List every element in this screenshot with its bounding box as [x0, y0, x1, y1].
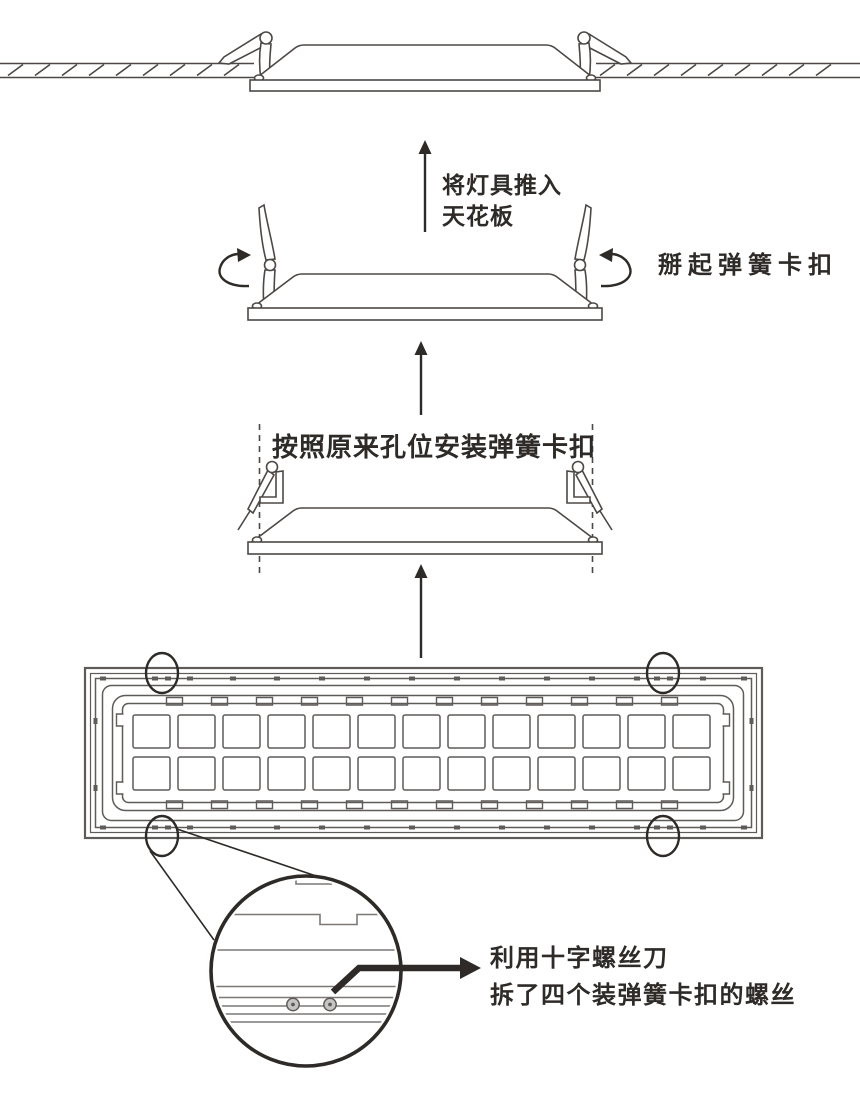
grid-cell: [537, 714, 576, 749]
panel-screw-ticks: [93, 676, 754, 830]
grid-cell: [627, 756, 666, 791]
highlight-circle-bottom-right: [645, 814, 681, 858]
fixture-clips-splayed: [237, 424, 613, 577]
highlight-circle-top-right: [645, 651, 681, 695]
leader-line-1: [149, 850, 215, 941]
ceiling-hatching: [7, 63, 240, 77]
grid-cell: [447, 756, 486, 791]
fixture-body: [253, 44, 597, 81]
panel-back-view: [83, 666, 764, 840]
spring-clip-right: [566, 460, 613, 531]
grid-cell: [132, 714, 171, 749]
arrow-up-1: [414, 564, 428, 658]
grid-cell: [447, 714, 486, 749]
grid-cell: [357, 756, 396, 791]
grid-cell: [267, 756, 306, 791]
grid-cell: [627, 714, 666, 749]
grid-cell: [177, 756, 216, 791]
ceiling-hatching: [599, 63, 832, 77]
grid-cell: [672, 756, 711, 791]
label-screwdriver-note: 利用十字螺丝刀 拆了四个装弹簧卡扣的螺丝: [490, 944, 796, 1009]
grid-cell: [222, 714, 261, 749]
arrow-up-2: [414, 341, 428, 415]
screw-highlight-circles: [144, 651, 681, 858]
grid-cell: [582, 714, 621, 749]
grid-cell: [222, 756, 261, 791]
grid-cell: [672, 714, 711, 749]
grid-cell: [537, 756, 576, 791]
grid-cell: [402, 714, 441, 749]
grid-cell: [177, 714, 216, 749]
highlight-circle-bottom-left: [144, 814, 180, 858]
fixture-flange: [249, 79, 601, 92]
arrow-push-up: [418, 140, 432, 232]
ceiling-cross-section: [0, 62, 860, 79]
spring-clip-left: [237, 460, 284, 531]
highlight-circle-top-left: [144, 651, 180, 695]
fixture-installed: [217, 31, 633, 92]
fixture-flange: [247, 541, 603, 555]
rotate-arrow-left: [218, 248, 251, 288]
fixture-body: [251, 273, 599, 309]
grid-cell: [312, 756, 351, 791]
panel-edge-layers: [215, 880, 397, 1023]
label-push-into-ceiling: 将灯具推入 天花板: [442, 173, 562, 230]
led-grid-plate: [121, 702, 725, 804]
grid-cell: [582, 756, 621, 791]
spring-clip-screws: [286, 997, 337, 1012]
magnifier-detail: [149, 828, 481, 1068]
grid-cell: [312, 714, 351, 749]
screw-pointer-arrow: [330, 957, 481, 995]
grid-cell: [132, 756, 171, 791]
led-grid-cells: [132, 714, 711, 791]
grid-cell: [492, 756, 531, 791]
grid-cell: [267, 714, 306, 749]
fixture-body: [251, 507, 599, 543]
rotate-arrow-right: [599, 248, 632, 288]
grid-cell: [402, 756, 441, 791]
fixture-clips-up: [218, 203, 632, 321]
label-install-spring-clip: 按照原来孔位安装弹簧卡扣: [272, 433, 597, 463]
fixture-flange: [247, 307, 603, 321]
grid-cell: [357, 714, 396, 749]
grid-cell: [492, 714, 531, 749]
label-flip-spring-clip: 掰起弹簧卡扣: [658, 251, 838, 279]
leader-line-2: [176, 828, 323, 879]
